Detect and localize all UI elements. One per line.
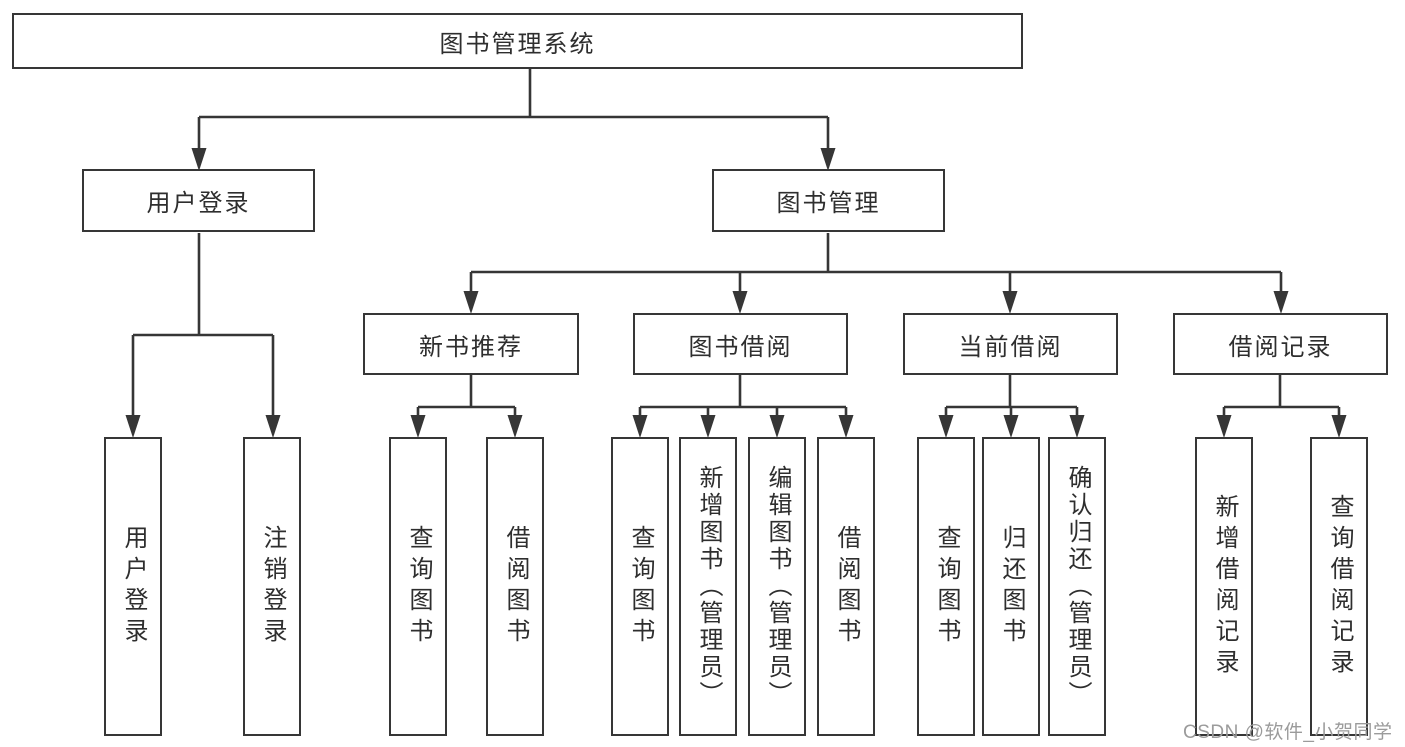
- leaf-query-books-recommend: 查询图书: [389, 437, 447, 736]
- node-label: 图书管理: [776, 190, 881, 217]
- leaf-return-books: 归还图书: [982, 437, 1040, 736]
- node-label: 借阅图书: [833, 524, 860, 649]
- node-book-borrowing: 图书借阅: [633, 313, 848, 375]
- node-label: 查询图书: [627, 524, 654, 649]
- arrowheads: [125, 148, 1347, 438]
- node-label: 归还图书: [998, 524, 1025, 649]
- node-label: 借阅记录: [1228, 333, 1333, 361]
- node-label: 查询图书: [405, 524, 432, 649]
- leaf-query-books-borrowing: 查询图书: [611, 437, 669, 736]
- node-label: 用户登录: [146, 190, 251, 217]
- leaf-add-book-admin: 新增图书（管理员）: [679, 437, 737, 736]
- leaf-query-borrow-record: 查询借阅记录: [1310, 437, 1368, 736]
- node-label: 用户登录: [120, 524, 147, 649]
- leaf-add-borrow-record: 新增借阅记录: [1195, 437, 1253, 736]
- leaf-confirm-return-admin: 确认归还（管理员）: [1048, 437, 1106, 736]
- leaf-borrow-books-recommend: 借阅图书: [486, 437, 544, 736]
- node-label: 确认归还（管理员）: [1064, 465, 1091, 708]
- leaf-user-login: 用户登录: [104, 437, 162, 736]
- node-book-management: 图书管理: [712, 169, 945, 232]
- node-label: 新书推荐: [419, 333, 523, 361]
- node-label: 注销登录: [259, 524, 286, 649]
- leaf-query-books-current: 查询图书: [917, 437, 975, 736]
- node-new-book-recommendation: 新书推荐: [363, 313, 579, 375]
- csdn-watermark: CSDN @软件_小贺同学: [1183, 722, 1393, 743]
- node-label: 新增图书（管理员）: [695, 465, 722, 708]
- node-label: 借阅图书: [502, 524, 529, 649]
- leaf-logout: 注销登录: [243, 437, 301, 736]
- leaf-edit-book-admin: 编辑图书（管理员）: [748, 437, 806, 736]
- node-label: 新增借阅记录: [1211, 493, 1238, 680]
- node-label: 查询图书: [933, 524, 960, 649]
- leaf-borrow-books: 借阅图书: [817, 437, 875, 736]
- node-label: 图书管理系统: [439, 30, 596, 58]
- node-label: 图书借阅: [688, 333, 793, 361]
- node-label: 当前借阅: [958, 333, 1063, 361]
- node-user-login: 用户登录: [82, 169, 315, 232]
- node-label: 查询借阅记录: [1326, 493, 1353, 680]
- node-current-borrowing: 当前借阅: [903, 313, 1118, 375]
- node-borrowing-records: 借阅记录: [1173, 313, 1388, 375]
- node-label: 编辑图书（管理员）: [764, 465, 791, 708]
- node-library-management-system: 图书管理系统: [12, 13, 1023, 69]
